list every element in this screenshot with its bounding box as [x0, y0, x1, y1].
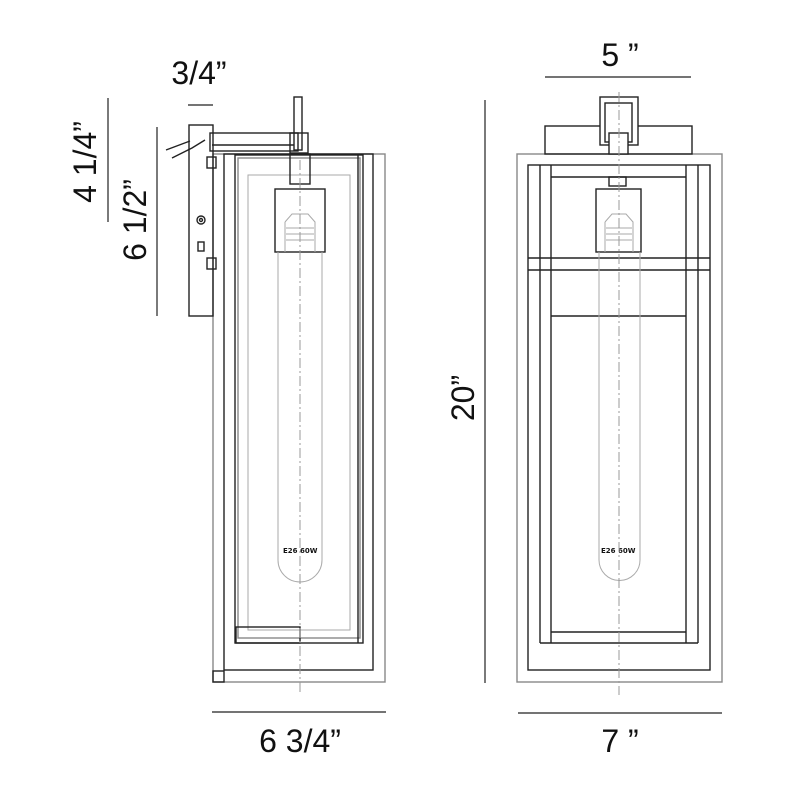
- dimension-lines: [107, 76, 722, 714]
- mounting-screw-icon: [196, 215, 206, 225]
- backplate-bolt-lower: [206, 257, 217, 270]
- side-outer-frame: [212, 153, 386, 683]
- dim-backplate-upper: 4 1/4”: [67, 121, 103, 203]
- dim-top-width: 5 ”: [601, 37, 638, 73]
- front-bulb-label: E26 60W: [601, 547, 636, 555]
- side-corner-square: [212, 670, 225, 683]
- side-glass-pane: [247, 174, 351, 631]
- side-glass-inner: [237, 157, 361, 639]
- arm-joint: [289, 132, 309, 154]
- side-bottom-hinge: [235, 626, 301, 644]
- backplate: [188, 124, 214, 317]
- dim-side-depth: 6 3/4”: [259, 723, 341, 759]
- front-view: E26 60W: [516, 92, 723, 695]
- mount-nut-icon: [197, 241, 205, 252]
- front-socket-cap: [608, 176, 627, 187]
- wire-icon: [165, 139, 206, 159]
- backplate-bolt-upper: [206, 156, 217, 169]
- dim-front-width: 7 ”: [601, 723, 638, 759]
- arm: [209, 132, 299, 152]
- dim-overall-height: 20”: [445, 375, 481, 421]
- dim-arm-depth: 3/4”: [171, 55, 226, 91]
- screw-center: [198, 217, 204, 223]
- side-view: E26 60W: [165, 96, 386, 695]
- side-inner-frame: [223, 153, 374, 671]
- arm-rod: [293, 96, 303, 151]
- dim-backplate-height: 6 1/2”: [117, 179, 153, 261]
